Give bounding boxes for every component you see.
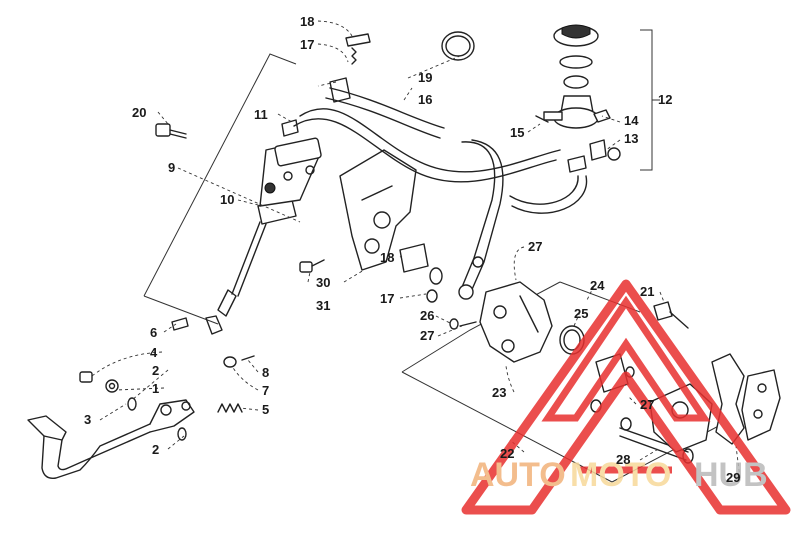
- callout-17-top: 17: [300, 37, 314, 52]
- callout-2-top: 2: [152, 363, 159, 378]
- brake-hoses: [293, 31, 588, 300]
- watermark-moto: MOTO: [570, 456, 671, 494]
- leader-lines: [91, 20, 741, 479]
- callout-27-upper: 27: [528, 239, 542, 254]
- callout-12: 12: [658, 92, 672, 107]
- callout-19: 19: [418, 70, 432, 85]
- callout-11: 11: [254, 107, 268, 122]
- callout-27-lower: 27: [640, 397, 654, 412]
- callout-8: 8: [262, 365, 269, 380]
- callout-25: 25: [574, 306, 588, 321]
- mounting-bracket: [299, 149, 417, 273]
- callout-24: 24: [590, 278, 605, 293]
- callout-28: 28: [616, 452, 630, 467]
- screw-18-top: [329, 33, 371, 103]
- callout-20: 20: [132, 105, 146, 120]
- master-cylinder: [205, 119, 322, 335]
- callout-5: 5: [262, 402, 269, 417]
- callout-3: 3: [84, 412, 91, 427]
- brake-pedal: [27, 399, 195, 479]
- callout-2-bottom: 2: [152, 442, 159, 457]
- callout-16: 16: [418, 92, 432, 107]
- callout-23: 23: [492, 385, 506, 400]
- pivot-hardware: [79, 317, 255, 441]
- callout-1: 1: [152, 381, 159, 396]
- callout-26: 26: [420, 308, 434, 323]
- callout-7: 7: [262, 383, 269, 398]
- fluid-reservoir: [535, 24, 621, 173]
- automotohub-watermark: AUTO MOTO HUB: [461, 279, 791, 515]
- bolt-20: [155, 123, 187, 139]
- callout-4: 4: [150, 345, 158, 360]
- callout-29: 29: [726, 470, 740, 485]
- callout-31: 31: [316, 298, 330, 313]
- callout-27-left: 27: [420, 328, 434, 343]
- callout-labels: 18 17 19 16 20 11 9 10 12 14 15 13 27 18…: [84, 14, 740, 485]
- callout-17-mid: 17: [380, 291, 394, 306]
- callout-21: 21: [640, 284, 654, 299]
- callout-10: 10: [220, 192, 234, 207]
- callout-30: 30: [316, 275, 330, 290]
- callout-9: 9: [168, 160, 175, 175]
- callout-13: 13: [624, 131, 638, 146]
- watermark-hub: HUB: [694, 456, 768, 494]
- watermark-auto: AUTO: [470, 456, 566, 494]
- callout-18-top: 18: [300, 14, 314, 29]
- callout-22: 22: [500, 446, 514, 461]
- callout-18-mid: 18: [380, 250, 394, 265]
- callout-6: 6: [150, 325, 157, 340]
- callout-15: 15: [510, 125, 524, 140]
- watermark-triangle-logo: [461, 279, 791, 515]
- assembly-frame-lines: [143, 29, 731, 483]
- callout-14: 14: [624, 113, 639, 128]
